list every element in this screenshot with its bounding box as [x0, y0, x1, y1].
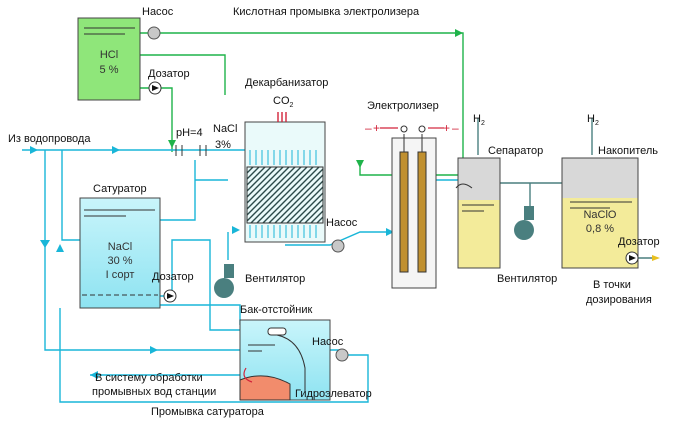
settler-sludge: [239, 375, 291, 401]
fan-mid-label: Вентилятор: [245, 273, 305, 285]
separator-label: Сепаратор: [488, 145, 543, 157]
pipe-saturator-wash: [59, 308, 369, 403]
minus-right: –: [452, 121, 459, 135]
nacl-3-name: NaCl: [213, 123, 237, 135]
pipe-decarb-out: [285, 231, 392, 246]
arrow-decarb: [232, 226, 240, 234]
settler-float-icon: [267, 327, 287, 336]
water-inlet-label: Из водопровода: [8, 133, 91, 145]
nacl-3-conc: 3%: [215, 139, 231, 151]
hcl-tank: HCl 5 %: [77, 17, 141, 101]
ph-label: pH=4: [176, 127, 203, 139]
pipe-hcl-side: [140, 54, 226, 95]
pipes-water: [22, 149, 458, 403]
fan-right-icon: [514, 206, 534, 240]
separator: [455, 157, 501, 269]
hcl-tank-name: HCl: [100, 49, 118, 61]
plus-left: +: [373, 121, 380, 135]
arrow-acid-top: [455, 29, 463, 37]
co2-label: CO2: [273, 95, 294, 109]
dosing-points-line1: В точки: [593, 279, 631, 291]
dosator-mid-label: Дозатор: [152, 271, 194, 283]
acid-wash-label: Кислотная промывка электролизера: [233, 6, 420, 18]
decarbonizer: [244, 112, 326, 243]
decarb-label: Декарбанизатор: [245, 77, 328, 89]
pump-top-label: Насос: [142, 6, 174, 18]
pump-bottom-icon: [335, 348, 349, 362]
naclo-conc: 0,8 %: [586, 223, 614, 235]
arrow-electrolyzer: [386, 228, 394, 236]
saturator-nacl-name: NaCl: [108, 241, 132, 253]
arrow-acid-down: [356, 160, 364, 168]
saturator: NaCl 30 % I сорт: [79, 197, 161, 309]
hcl-tank-conc: 5 %: [100, 64, 119, 76]
pump-mid-label: Насос: [326, 217, 358, 229]
electrolyzer-label: Электролизер: [367, 100, 439, 112]
dosator-top-label: Дозатор: [148, 68, 190, 80]
acid-arrows: [168, 29, 463, 168]
arrow-naclo-out: [652, 255, 660, 261]
dosator-right-label: Дозатор: [618, 236, 660, 248]
pipe-sat-branch: [160, 160, 196, 221]
hydroelevator-label: Гидроэлеватор: [295, 388, 372, 400]
accumulator: NaClO 0,8 %: [561, 157, 639, 269]
fan-mid-icon: [214, 264, 234, 298]
arrow-to-treatment: [90, 371, 98, 379]
flow-arrows: [30, 146, 394, 379]
arrow-bypass: [150, 346, 158, 354]
terminal-right-icon: [418, 125, 426, 133]
saturator-nacl-grade: I сорт: [106, 269, 135, 281]
electrode-left: [399, 151, 409, 273]
settler-label: Бак-отстойник: [240, 304, 312, 316]
arrow-inlet: [30, 146, 38, 154]
terminal-left-icon: [400, 125, 408, 133]
settler-tank: [239, 319, 331, 401]
naclo-name: NaClO: [583, 209, 616, 221]
to-treatment-line1: В систему обработки: [95, 372, 203, 384]
electrode-right: [417, 151, 427, 273]
dosing-points-line2: дозирования: [586, 294, 652, 306]
hcl-tank-body: [77, 17, 141, 101]
decarbonizer-packing: [246, 166, 324, 224]
h2-left-label: H2: [473, 113, 485, 127]
to-treatment-line2: промывных вод станции: [92, 386, 216, 398]
pump-mid-icon: [331, 239, 345, 253]
saturator-wash-label: Промывка сатуратора: [151, 406, 265, 418]
saturator-body: [79, 197, 161, 309]
pump-bottom-label: Насос: [312, 336, 344, 348]
h2-right-label: H2: [587, 113, 599, 127]
accumulator-label: Накопитель: [598, 145, 658, 157]
saturator-nacl-conc: 30 %: [107, 255, 132, 267]
fan-right-label: Вентилятор: [497, 273, 557, 285]
minus-left: –: [365, 121, 372, 135]
electrolyzer-body: [391, 137, 437, 289]
arrow-hcl-down: [168, 140, 176, 148]
arrow-bypass-down: [40, 240, 50, 248]
pipe-to-saturator: [61, 150, 80, 241]
mixer-marks: [175, 145, 207, 156]
electrolyzer: [380, 125, 444, 289]
plus-right: +: [443, 121, 450, 135]
saturator-label: Сатуратор: [93, 183, 147, 195]
pump-top-icon: [147, 26, 161, 40]
arrow-main: [112, 146, 120, 154]
arrow-return: [56, 244, 64, 252]
